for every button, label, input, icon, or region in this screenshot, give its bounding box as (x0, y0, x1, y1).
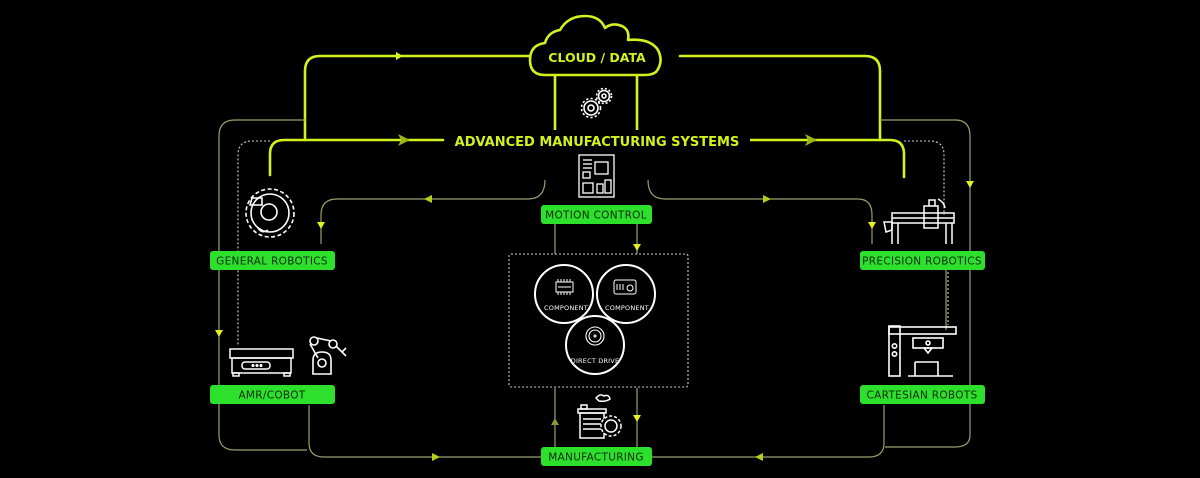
venn-circle-direct-drive (565, 315, 625, 375)
arrow-right-icon (805, 134, 817, 146)
dotted-right-loop (904, 140, 945, 215)
venn-frame (508, 253, 689, 388)
arrow-down-icon (966, 181, 974, 188)
precision-robotics-label: PRECISION ROBOTICS (862, 256, 982, 268)
amr-cobot-label: AMR/COBOT (238, 390, 305, 402)
bright-flow-lines (268, 54, 906, 179)
outer-right-loop (880, 119, 971, 448)
robot-arm-icon (309, 336, 347, 375)
amr-to-manufacturing (308, 405, 541, 458)
chip-icon (555, 279, 574, 295)
cloud-icon (528, 14, 662, 77)
cloud-data-node[interactable]: CLOUD / DATA (528, 14, 662, 77)
arrow-down-icon (868, 222, 876, 229)
dotted-lines (237, 140, 949, 388)
venn-label-direct-drive: DIRECT DRIVE (571, 357, 620, 365)
venn-label-component-1: COMPONENT (544, 304, 588, 312)
arrow-up-icon (551, 418, 559, 425)
gears-icon (580, 87, 613, 119)
arrow-left-icon (424, 195, 432, 203)
arrow-right-icon (398, 134, 410, 146)
motion-to-precision (647, 179, 873, 244)
arrow-right-icon (432, 453, 440, 461)
amr-cobot-node[interactable]: AMR/COBOT (210, 385, 335, 404)
amr-vehicle-icon (229, 348, 294, 377)
motor-icon (585, 326, 605, 346)
general-robotics-node[interactable]: GENERAL ROBOTICS (210, 251, 335, 270)
cartesian-printer-icon (888, 325, 957, 377)
arrow-right-icon (763, 195, 771, 203)
arrow-down-icon (215, 330, 223, 337)
arrow-left-icon (755, 453, 763, 461)
cartesian-robots-label: CARTESIAN ROBOTS (867, 390, 978, 402)
motion-control-label: MOTION CONTROL (545, 210, 647, 222)
systems-label: ADVANCED MANUFACTURING SYSTEMS (455, 135, 740, 150)
robot-gear-icon (245, 188, 295, 238)
motion-to-general (320, 179, 546, 244)
general-robotics-label: GENERAL ROBOTICS (216, 256, 328, 268)
cartesian-to-manufacturing (652, 405, 885, 458)
motion-control-node[interactable]: MOTION CONTROL (541, 205, 652, 224)
manufacturing-node[interactable]: MANUFACTURING (541, 447, 652, 466)
dim-flow-lines (218, 119, 971, 458)
venn-circle-component-2 (596, 264, 656, 324)
arrow-down-icon (633, 415, 641, 422)
controller-board-icon (613, 279, 637, 295)
manufacturing-label: MANUFACTURING (548, 452, 644, 464)
outer-left-loop (218, 119, 307, 451)
cloud-label: CLOUD / DATA (548, 50, 646, 65)
arrow-down-icon (317, 222, 325, 229)
dim-arrows (215, 181, 974, 461)
cloud-right-line (678, 54, 882, 142)
arrow-right-icon (396, 52, 403, 60)
systems-right-line (748, 138, 906, 179)
cloud-left-line (303, 54, 534, 142)
precision-robotics-node[interactable]: PRECISION ROBOTICS (860, 251, 985, 270)
venn-circle-component-1 (534, 264, 594, 324)
gantry-machine-icon (883, 198, 955, 244)
systems-label-bg (445, 130, 750, 150)
venn-diagram (534, 264, 656, 375)
factory-gear-icon (577, 394, 622, 439)
venn-label-component-2: COMPONENT (605, 304, 649, 312)
dotted-left-loop (237, 140, 270, 345)
bright-arrows (396, 52, 817, 146)
circuit-board-icon (578, 154, 615, 198)
arrow-down-icon (633, 244, 641, 251)
cartesian-robots-node[interactable]: CARTESIAN ROBOTS (860, 385, 985, 404)
systems-left-line (268, 138, 445, 177)
